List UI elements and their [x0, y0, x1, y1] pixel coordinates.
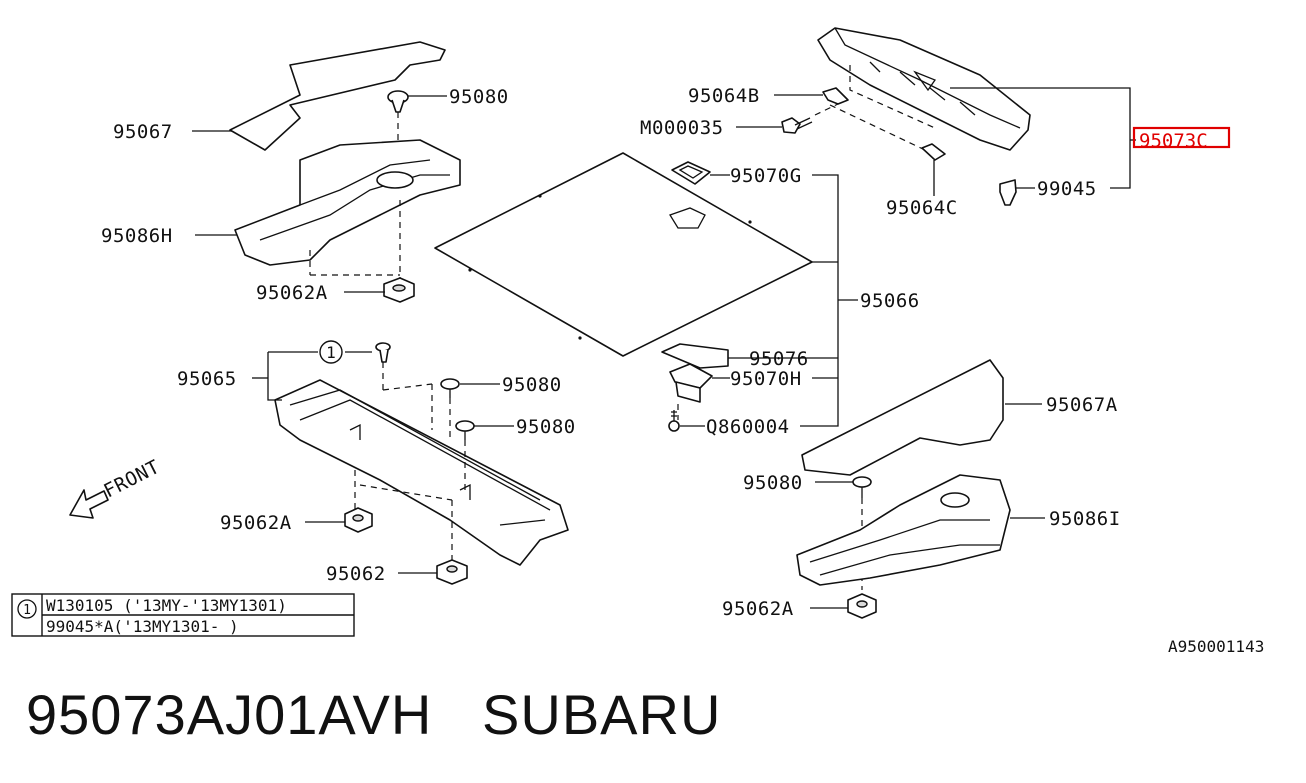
part-99045-clip	[999, 179, 1017, 206]
label-95062: 95062	[326, 563, 386, 585]
part-95070H-handle	[669, 363, 713, 403]
label-95067A: 95067A	[1046, 394, 1118, 416]
part-w130105-clip	[375, 342, 391, 363]
part-95086I-tray	[796, 474, 1011, 586]
front-label: FRONT	[100, 456, 163, 503]
label-95070G: 95070G	[730, 165, 802, 187]
part-95067-mat	[229, 41, 446, 151]
diagram-ref-code: A950001143	[1168, 637, 1264, 656]
highlight-box-95073C	[1132, 126, 1231, 149]
part-95067A-mat	[801, 359, 1004, 476]
part-M000035-bolt	[781, 117, 813, 134]
label-95065: 95065	[177, 368, 237, 390]
part-Q860004-screw	[668, 410, 680, 432]
part-95073C-trim	[817, 27, 1031, 151]
part-95064B-bracket	[822, 87, 849, 105]
label-95070H: 95070H	[730, 368, 802, 390]
label-95064C: 95064C	[886, 197, 958, 219]
part-95080-clip-b	[440, 378, 460, 398]
part-caption: 95073AJ01AVH SUBARU	[26, 683, 722, 746]
label-95073C[interactable]: 95073C	[1139, 130, 1208, 152]
part-95080-clip-d	[852, 476, 872, 498]
part-95065-tray	[274, 379, 569, 566]
label-95080-a: 95080	[449, 86, 509, 108]
legend-row-2: 99045*A('13MY1301- )	[46, 617, 239, 636]
label-Q860004: Q860004	[706, 416, 790, 438]
legend-mark: 1	[23, 603, 31, 618]
label-95064B: 95064B	[688, 85, 760, 107]
label-95062A-a: 95062A	[256, 282, 328, 304]
label-95080-c: 95080	[516, 416, 576, 438]
part-95080-clip-a	[387, 90, 409, 113]
legend-row-1: W130105 ('13MY-'13MY1301)	[46, 596, 287, 615]
label-95080-b: 95080	[502, 374, 562, 396]
part-95076-strap	[661, 343, 729, 369]
label-99045: 99045	[1037, 178, 1097, 200]
part-95086H-tray	[234, 139, 461, 266]
part-95062A-nut-c	[847, 593, 877, 619]
part-95062A-nut-b	[344, 507, 373, 533]
label-95086I: 95086I	[1049, 508, 1121, 530]
legend-mark-circle	[17, 599, 37, 619]
part-95080-clip-c	[455, 420, 475, 440]
legend-table: 1 W130105 ('13MY-'13MY1301) 99045*A('13M…	[11, 593, 355, 637]
label-95062A-c: 95062A	[722, 598, 794, 620]
label-95076: 95076	[749, 348, 809, 370]
part-95064C-bracket	[921, 143, 946, 161]
callout-number: 1	[326, 343, 336, 362]
label-95080-d: 95080	[743, 472, 803, 494]
label-95066: 95066	[860, 290, 920, 312]
front-arrow: FRONT	[69, 456, 163, 519]
part-95062-nut	[436, 559, 468, 585]
label-M000035: M000035	[640, 117, 724, 139]
label-95062A-b: 95062A	[220, 512, 292, 534]
label-95067: 95067	[113, 121, 173, 143]
part-95070G-grommet	[671, 161, 711, 185]
label-95086H: 95086H	[101, 225, 173, 247]
part-95062A-nut-a	[383, 277, 415, 303]
callout-circle: 1	[319, 340, 343, 364]
